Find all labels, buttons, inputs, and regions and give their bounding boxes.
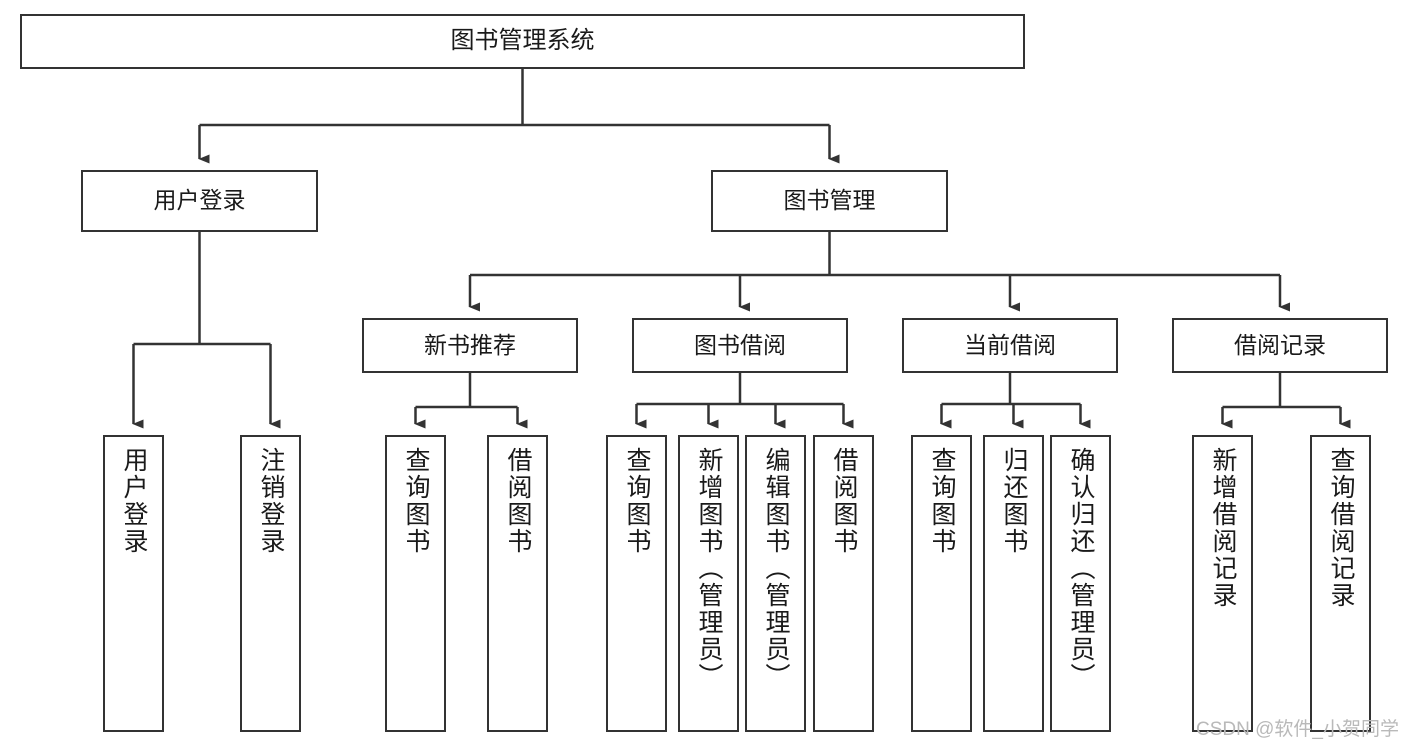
- node-l3-3[interactable]: 借阅记录: [1172, 318, 1388, 373]
- node-label: 图书管理系统: [450, 27, 595, 55]
- node-l3-1[interactable]: 图书借阅: [632, 318, 848, 373]
- node-leaf-5[interactable]: 新增图书（管理员）: [678, 435, 739, 732]
- node-l3-0[interactable]: 新书推荐: [362, 318, 578, 373]
- node-label: 查询图书: [623, 447, 651, 555]
- node-label: 注销登录: [257, 447, 285, 555]
- node-label: 当前借阅: [964, 331, 1056, 358]
- node-leaf-11[interactable]: 新增借阅记录: [1192, 435, 1253, 732]
- node-leaf-2[interactable]: 查询图书: [385, 435, 446, 732]
- node-leaf-8[interactable]: 查询图书: [911, 435, 972, 732]
- node-leaf-0[interactable]: 用户登录: [103, 435, 164, 732]
- node-label: 借阅记录: [1234, 331, 1326, 358]
- node-leaf-9[interactable]: 归还图书: [983, 435, 1044, 732]
- node-label: 归还图书: [1000, 447, 1028, 555]
- node-label: 用户登录: [120, 447, 148, 555]
- node-leaf-12[interactable]: 查询借阅记录: [1310, 435, 1371, 732]
- node-leaf-4[interactable]: 查询图书: [606, 435, 667, 732]
- node-label: 新增借阅记录: [1209, 447, 1237, 609]
- node-label: 查询图书: [928, 447, 956, 555]
- csdn-watermark: CSDN @软件_小贺同学: [1196, 719, 1399, 740]
- node-label: 新书推荐: [424, 331, 516, 358]
- node-label: 借阅图书: [830, 447, 858, 555]
- node-label: 图书管理: [783, 187, 876, 214]
- node-label: 确认归还（管理员）: [1067, 447, 1095, 690]
- node-label: 新增图书（管理员）: [695, 447, 723, 690]
- node-leaf-6[interactable]: 编辑图书（管理员）: [745, 435, 806, 732]
- node-label: 图书借阅: [694, 331, 786, 358]
- node-l3-2[interactable]: 当前借阅: [902, 318, 1118, 373]
- node-label: 借阅图书: [504, 447, 532, 555]
- node-leaf-7[interactable]: 借阅图书: [813, 435, 874, 732]
- node-label: 查询借阅记录: [1327, 447, 1355, 609]
- node-label: 查询图书: [402, 447, 430, 555]
- node-label: 编辑图书（管理员）: [762, 447, 790, 690]
- node-root[interactable]: 图书管理系统: [20, 14, 1025, 69]
- node-label: 用户登录: [153, 187, 246, 214]
- node-leaf-10[interactable]: 确认归还（管理员）: [1050, 435, 1111, 732]
- node-l2-0[interactable]: 用户登录: [81, 170, 318, 232]
- node-leaf-3[interactable]: 借阅图书: [487, 435, 548, 732]
- node-l2-1[interactable]: 图书管理: [711, 170, 948, 232]
- node-leaf-1[interactable]: 注销登录: [240, 435, 301, 732]
